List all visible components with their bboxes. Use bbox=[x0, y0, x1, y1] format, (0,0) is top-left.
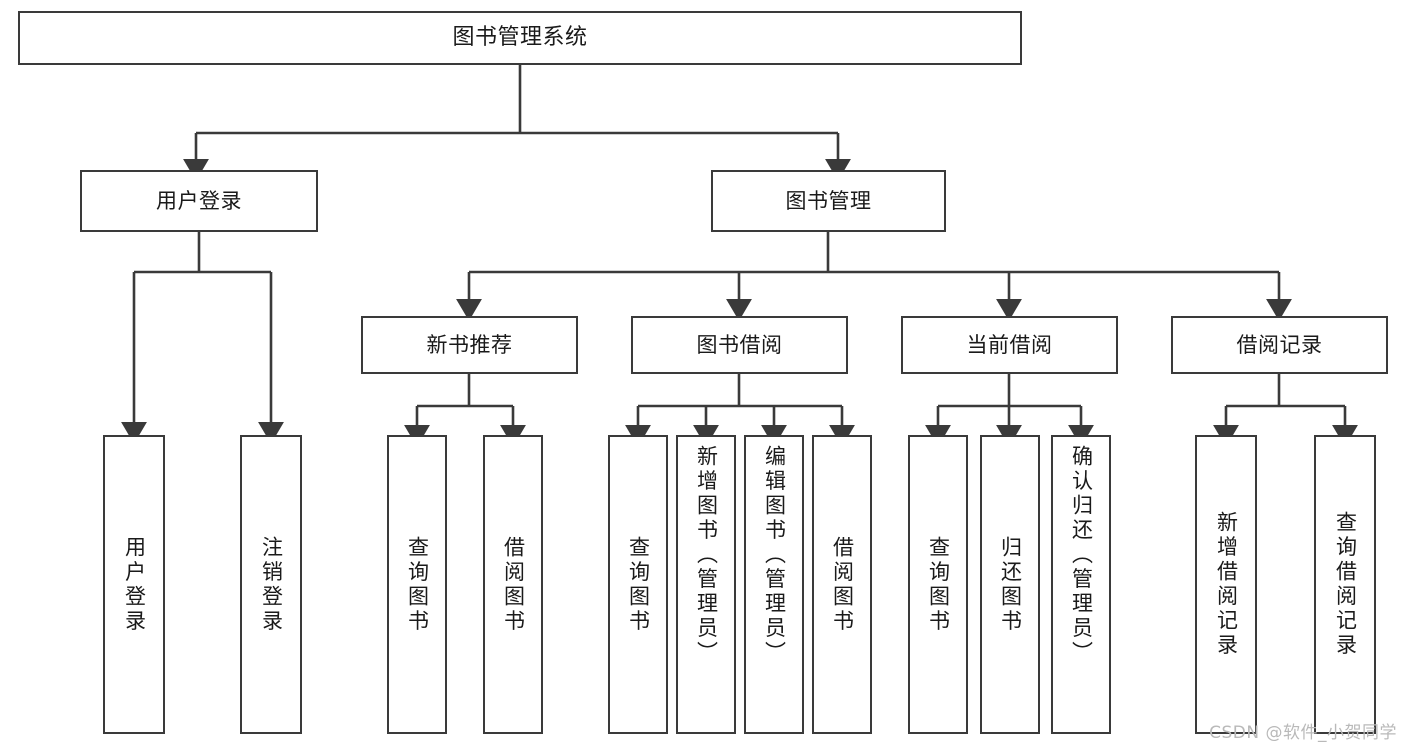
leaf-user-login-label: 用户登录 bbox=[122, 535, 147, 634]
node-root-system[interactable]: 图书管理系统 bbox=[18, 11, 1022, 65]
leaf-return-book[interactable]: 归还图书 bbox=[980, 435, 1040, 734]
leaf-query-book-1-label: 查询图书 bbox=[405, 535, 430, 634]
leaf-borrow-book-1-label: 借阅图书 bbox=[501, 535, 526, 634]
node-borrow-record[interactable]: 借阅记录 bbox=[1171, 316, 1388, 374]
leaf-borrow-book-2[interactable]: 借阅图书 bbox=[812, 435, 872, 734]
node-user-login[interactable]: 用户登录 bbox=[80, 170, 318, 232]
csdn-watermark: CSDN @软件_小贺同学 bbox=[1209, 723, 1397, 743]
node-book-manage[interactable]: 图书管理 bbox=[711, 170, 946, 232]
node-current-borrow[interactable]: 当前借阅 bbox=[901, 316, 1118, 374]
leaf-edit-book[interactable]: 编辑图书（管理员） bbox=[744, 435, 804, 734]
leaf-query-book-2[interactable]: 查询图书 bbox=[608, 435, 668, 734]
leaf-logout-login-label: 注销登录 bbox=[259, 535, 284, 634]
node-new-book-recommend[interactable]: 新书推荐 bbox=[361, 316, 578, 374]
node-current-borrow-label: 当前借阅 bbox=[966, 332, 1053, 357]
leaf-user-login[interactable]: 用户登录 bbox=[103, 435, 165, 734]
node-book-borrow-label: 图书借阅 bbox=[696, 332, 783, 357]
leaf-query-book-3[interactable]: 查询图书 bbox=[908, 435, 968, 734]
leaf-query-book-1[interactable]: 查询图书 bbox=[387, 435, 447, 734]
leaf-query-record[interactable]: 查询借阅记录 bbox=[1314, 435, 1376, 734]
leaf-add-book-label: 新增图书（管理员） bbox=[694, 445, 719, 666]
node-user-login-label: 用户登录 bbox=[156, 188, 242, 213]
leaf-logout-login[interactable]: 注销登录 bbox=[240, 435, 302, 734]
leaf-add-book[interactable]: 新增图书（管理员） bbox=[676, 435, 736, 734]
node-book-manage-label: 图书管理 bbox=[785, 188, 872, 213]
node-book-borrow[interactable]: 图书借阅 bbox=[631, 316, 848, 374]
node-new-book-recommend-label: 新书推荐 bbox=[426, 332, 513, 357]
leaf-edit-book-label: 编辑图书（管理员） bbox=[762, 445, 787, 666]
leaf-add-record-label: 新增借阅记录 bbox=[1214, 511, 1239, 658]
leaf-confirm-return[interactable]: 确认归还（管理员） bbox=[1051, 435, 1111, 734]
leaf-borrow-book-1[interactable]: 借阅图书 bbox=[483, 435, 543, 734]
leaf-borrow-book-2-label: 借阅图书 bbox=[830, 535, 855, 634]
node-root-system-label: 图书管理系统 bbox=[452, 25, 588, 51]
leaf-query-record-label: 查询借阅记录 bbox=[1333, 511, 1358, 658]
node-borrow-record-label: 借阅记录 bbox=[1236, 332, 1323, 357]
leaf-return-book-label: 归还图书 bbox=[998, 535, 1023, 634]
leaf-query-book-2-label: 查询图书 bbox=[626, 535, 651, 634]
leaf-query-book-3-label: 查询图书 bbox=[926, 535, 951, 634]
leaf-add-record[interactable]: 新增借阅记录 bbox=[1195, 435, 1257, 734]
leaf-confirm-return-label: 确认归还（管理员） bbox=[1069, 445, 1094, 666]
